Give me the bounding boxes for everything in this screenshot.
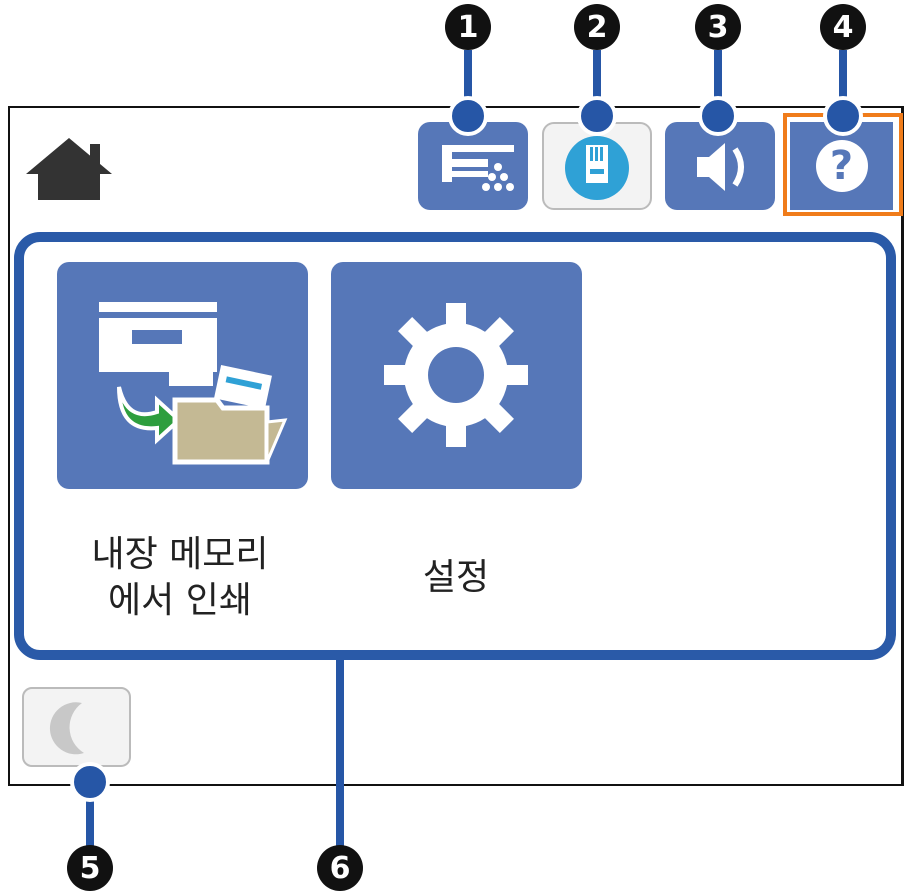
sound-icon xyxy=(697,143,744,191)
callout-4: 4 xyxy=(820,4,866,50)
label-line-1: 내장 메모리 xyxy=(91,534,269,575)
print-from-memory-label: 내장 메모리 에서 인쇄 xyxy=(40,532,320,624)
settings-label: 설정 xyxy=(422,557,490,598)
network-status-button[interactable] xyxy=(542,122,652,210)
ink-maintenance-icon xyxy=(442,145,514,191)
callout-2: 2 xyxy=(574,4,620,50)
callout-3: 3 xyxy=(695,4,741,50)
settings-tile[interactable] xyxy=(331,262,582,489)
main-menu-area xyxy=(14,232,896,660)
help-button[interactable]: ? xyxy=(790,122,893,210)
print-from-memory-icon xyxy=(99,302,288,465)
moon-icon xyxy=(49,702,84,755)
sleep-button[interactable] xyxy=(22,687,131,767)
label-line-2: 에서 인쇄 xyxy=(108,580,252,621)
callout-6: 6 xyxy=(317,845,363,891)
gear-icon xyxy=(384,303,528,447)
network-status-icon xyxy=(565,136,629,200)
print-from-memory-tile[interactable] xyxy=(57,262,308,489)
home-icon[interactable] xyxy=(24,136,114,202)
callout-5: 5 xyxy=(67,845,113,891)
callout-1: 1 xyxy=(445,4,491,50)
sound-button[interactable] xyxy=(665,122,775,210)
ink-maintenance-button[interactable] xyxy=(418,122,528,210)
help-icon: ? xyxy=(815,140,868,192)
